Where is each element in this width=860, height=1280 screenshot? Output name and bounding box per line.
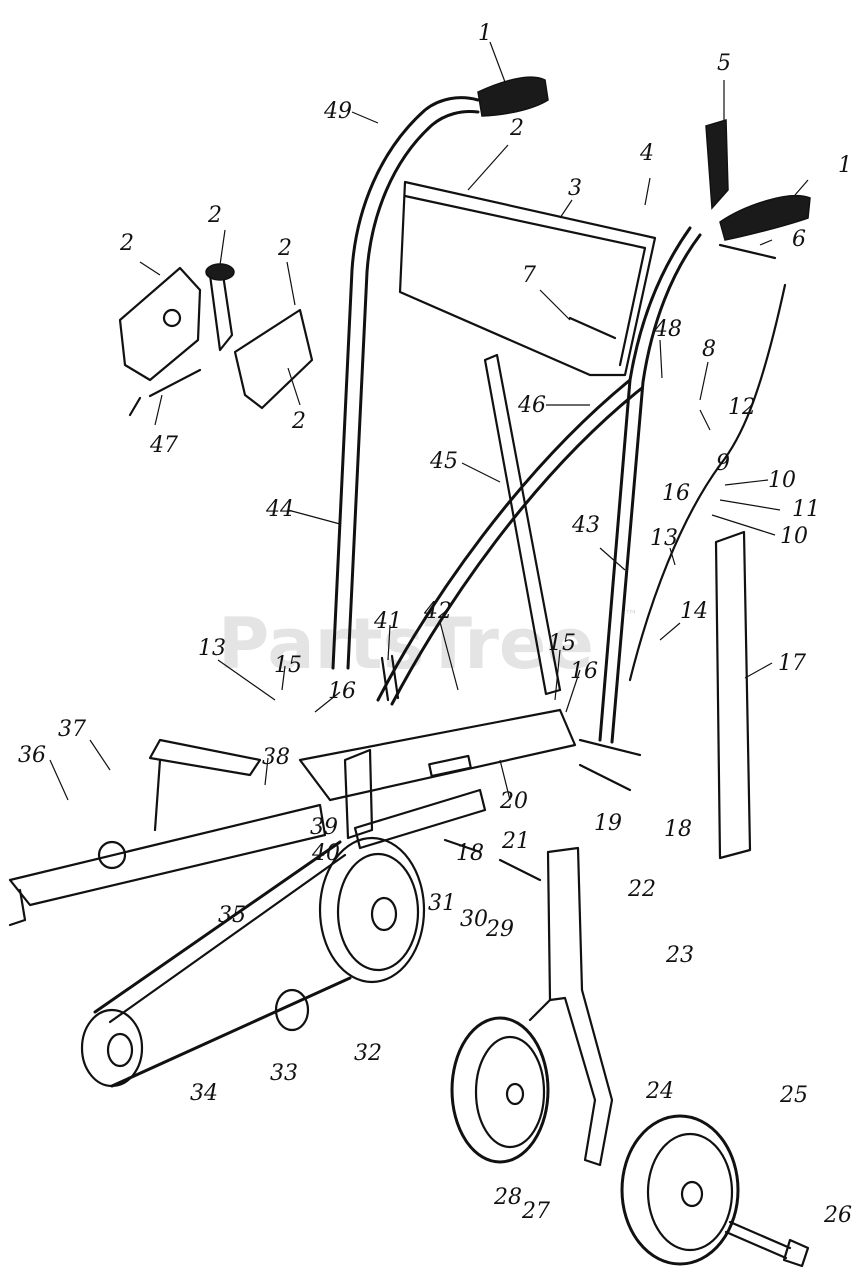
callout-leaders <box>49 41 809 801</box>
callout-36: 36 <box>18 743 46 768</box>
callout-34: 34 <box>190 1081 218 1106</box>
callout-26: 26 <box>823 1203 852 1228</box>
callout-16: 16 <box>570 659 598 684</box>
callout-32: 32 <box>354 1041 382 1066</box>
callout-14: 14 <box>680 599 708 624</box>
callout-39: 39 <box>310 815 338 840</box>
callout-31: 31 <box>428 891 456 916</box>
callout-28: 28 <box>493 1185 522 1210</box>
pulley-belt-assembly <box>80 836 426 1088</box>
callout-20: 20 <box>499 789 528 814</box>
callout-8: 8 <box>702 337 716 362</box>
callout-10: 10 <box>780 524 808 549</box>
callout-labels: 1 1 2 2 2 2 2 3 4 5 6 7 8 9 10 10 11 12 … <box>18 21 852 1228</box>
callout-1: 1 <box>838 153 852 178</box>
callout-17: 17 <box>778 651 806 676</box>
callout-38: 38 <box>262 745 290 770</box>
callout-7: 7 <box>522 263 536 288</box>
callout-11: 11 <box>792 497 820 522</box>
callout-35: 35 <box>218 903 246 928</box>
callout-16: 16 <box>662 481 690 506</box>
callout-42: 42 <box>423 599 452 624</box>
axle-assembly <box>8 738 327 927</box>
control-bracket-assembly <box>118 263 314 417</box>
callout-9: 9 <box>716 451 730 476</box>
hitch-plate <box>714 530 752 860</box>
callout-40: 40 <box>311 841 340 866</box>
callout-22: 22 <box>627 877 656 902</box>
callout-15: 15 <box>548 631 576 656</box>
callout-43: 43 <box>571 513 600 538</box>
callout-46: 46 <box>517 393 546 418</box>
callout-30: 30 <box>460 907 488 932</box>
callout-13: 13 <box>198 636 226 661</box>
callout-23: 23 <box>665 943 694 968</box>
callout-37: 37 <box>58 717 86 742</box>
callout-6: 6 <box>792 227 806 252</box>
callout-47: 47 <box>149 433 178 458</box>
handle-assembly <box>331 76 811 744</box>
callout-1: 1 <box>478 21 492 46</box>
watermark-trademark: ™ <box>624 608 638 624</box>
frame-assembly <box>298 708 577 850</box>
callout-16: 16 <box>328 679 356 704</box>
callout-19: 19 <box>594 811 622 836</box>
callout-18: 18 <box>456 841 484 866</box>
callout-12: 12 <box>728 395 756 420</box>
callout-27: 27 <box>521 1199 550 1224</box>
callout-4: 4 <box>639 141 654 166</box>
callout-41: 41 <box>373 609 402 634</box>
callout-15: 15 <box>274 653 302 678</box>
depth-bar-and-wheels <box>450 846 810 1268</box>
callout-29: 29 <box>485 917 514 942</box>
callout-33: 33 <box>270 1061 298 1086</box>
callout-18: 18 <box>664 817 692 842</box>
callout-44: 44 <box>265 497 294 522</box>
callout-45: 45 <box>429 449 458 474</box>
callout-5: 5 <box>717 51 731 76</box>
callout-48: 48 <box>653 317 682 342</box>
callout-2: 2 <box>509 116 524 141</box>
callout-24: 24 <box>645 1079 674 1104</box>
callout-2: 2 <box>119 231 134 256</box>
callout-25: 25 <box>779 1083 808 1108</box>
hardware <box>380 243 777 882</box>
callout-2: 2 <box>207 203 222 228</box>
callout-3: 3 <box>568 176 582 201</box>
callout-2: 2 <box>291 409 306 434</box>
callout-13: 13 <box>650 526 678 551</box>
callout-21: 21 <box>501 829 530 854</box>
callout-10: 10 <box>768 468 796 493</box>
callout-2: 2 <box>277 236 292 261</box>
callout-49: 49 <box>323 99 352 124</box>
